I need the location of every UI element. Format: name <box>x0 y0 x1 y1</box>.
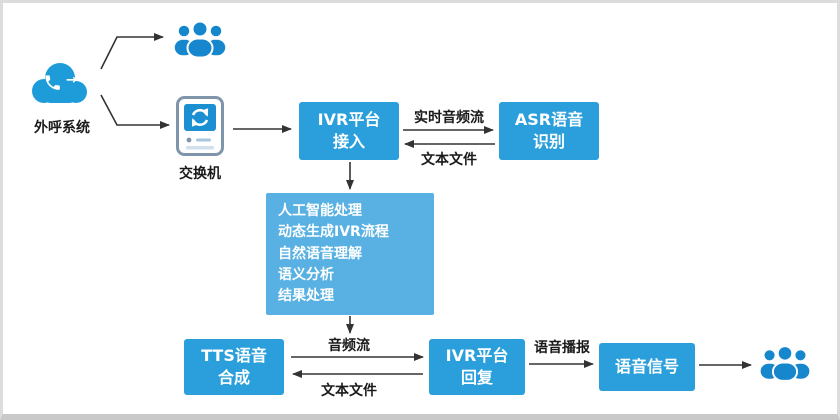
cloud-phone-icon: → <box>27 55 93 109</box>
node-asr-line2: 识别 <box>532 132 565 151</box>
switch-screen <box>184 104 216 131</box>
ai-processing-panel: 人工智能处理 动态生成IVR流程 自然语音理解 语义分析 结果处理 <box>266 193 434 315</box>
panel-line-4: 语义分析 <box>278 266 334 283</box>
edge-label-realtime-audio: 实时音频流 <box>414 110 484 126</box>
switch-icon-svg <box>176 96 224 156</box>
outbound-system-label: 外呼系统 <box>34 120 90 136</box>
node-ivr-access: IVR平台 接入 <box>299 102 399 160</box>
cloud-shape <box>32 63 87 103</box>
edge-label-text-file-bottom: 文本文件 <box>321 383 377 399</box>
edge-label-text-file-top: 文本文件 <box>421 152 477 168</box>
switch-vent <box>186 146 214 150</box>
node-tts-line2: 合成 <box>217 368 250 387</box>
arrow-cloud-to-switch <box>100 94 170 129</box>
switch-led <box>186 137 192 143</box>
panel-line-1: 人工智能处理 <box>278 203 362 220</box>
users-icon-svg <box>759 345 811 382</box>
panel-line-5: 结果处理 <box>278 287 334 304</box>
call-forward-arrow-icon: → <box>66 73 77 88</box>
users-shape <box>173 20 227 59</box>
users-shape <box>759 345 811 382</box>
cloud-phone-icon-svg: → <box>32 63 87 103</box>
sync-arrows-icon <box>191 108 209 127</box>
arrow-cloud-to-users <box>100 33 164 70</box>
node-voice-signal-label: 语音信号 <box>614 357 679 377</box>
users-icon <box>171 19 229 59</box>
phone-handset-glyph <box>45 75 60 90</box>
node-ivr-access-line2: 接入 <box>332 132 365 151</box>
panel-line-3: 自然语音理解 <box>278 245 362 262</box>
users-icon <box>757 343 813 383</box>
node-asr-line1: ASR语音 <box>514 110 584 130</box>
node-ivr-reply-line2: 回复 <box>460 368 493 387</box>
users-icon-svg <box>173 20 227 59</box>
edge-label-voice-broadcast: 语音播报 <box>534 340 590 356</box>
node-voice-signal: 语音信号 <box>599 343 695 391</box>
node-tts: TTS语音 合成 <box>184 339 284 395</box>
node-ivr-reply-line1: IVR平台 <box>445 346 509 366</box>
panel-line-2: 动态生成IVR流程 <box>278 224 389 241</box>
node-asr: ASR语音 识别 <box>499 102 599 160</box>
node-tts-line1: TTS语音 <box>201 346 267 366</box>
switch-label: 交换机 <box>179 166 221 182</box>
node-ivr-reply: IVR平台 回复 <box>429 339 525 395</box>
switch-port-strip <box>196 138 211 142</box>
node-ivr-access-line1: IVR平台 <box>317 110 381 130</box>
edge-label-audio-stream: 音频流 <box>328 338 370 354</box>
switch-icon <box>175 95 225 157</box>
